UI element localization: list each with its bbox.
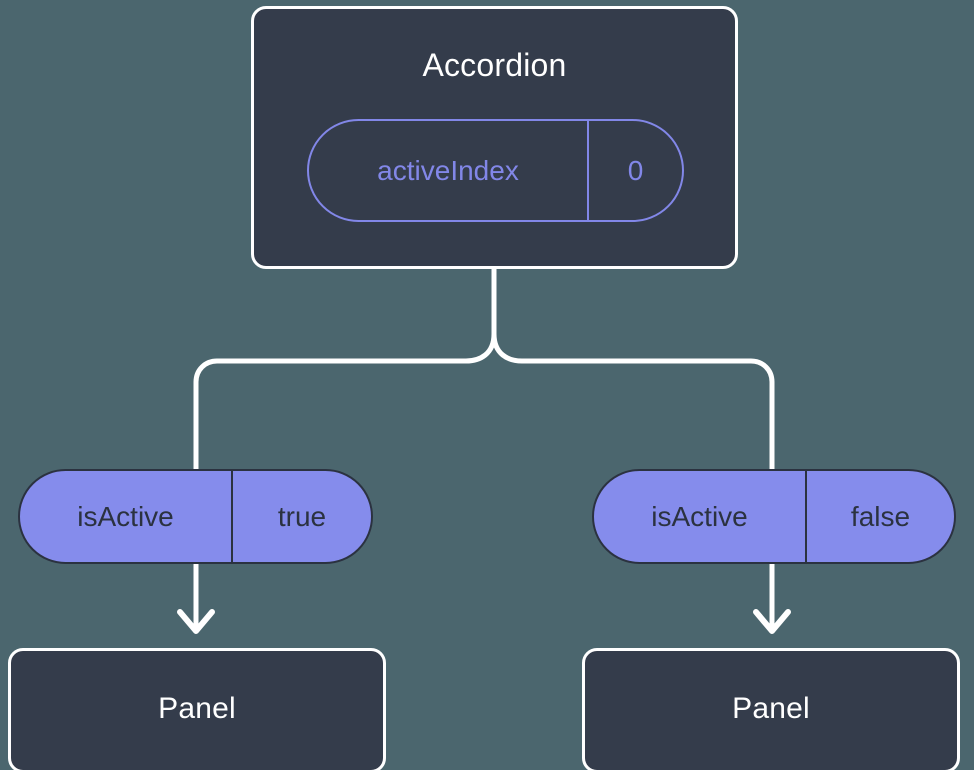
connector-branch-right (491, 331, 775, 473)
state-pill-value: 0 (587, 121, 682, 220)
state-pill-activeindex[interactable]: activeIndex 0 (307, 119, 684, 222)
component-title-panel: Panel (732, 691, 810, 725)
arrow-head-left (177, 609, 215, 634)
component-card-panel-left[interactable]: Panel (8, 648, 386, 770)
component-title-accordion: Accordion (422, 47, 567, 83)
prop-pill-key: isActive (77, 500, 174, 532)
prop-pill-value: true (231, 471, 371, 562)
state-pill-key: activeIndex (377, 154, 519, 186)
component-title-panel: Panel (158, 691, 236, 725)
component-card-panel-right[interactable]: Panel (582, 648, 960, 770)
prop-pill-isactive-false[interactable]: isActive false (592, 469, 956, 564)
prop-pill-isactive-true[interactable]: isActive true (18, 469, 373, 564)
connector-branch-left (193, 331, 497, 473)
prop-pill-value: false (805, 471, 954, 562)
arrow-head-right (753, 609, 791, 634)
prop-pill-key: isActive (651, 500, 748, 532)
